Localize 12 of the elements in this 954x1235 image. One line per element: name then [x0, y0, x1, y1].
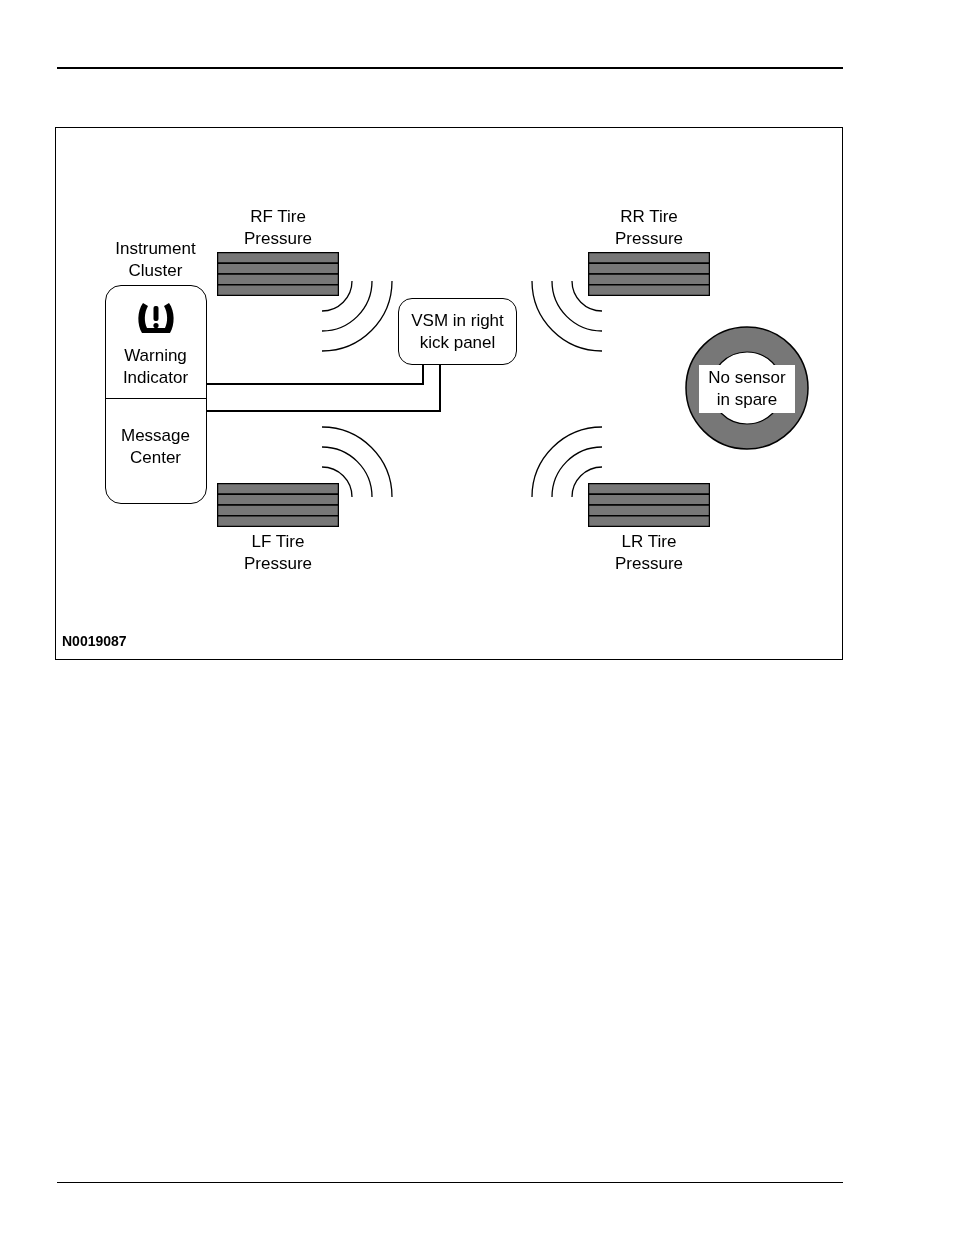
tire-label: LF Tire Pressure	[243, 531, 313, 575]
tire-label: LR Tire Pressure	[614, 531, 684, 575]
figure-number: N0019087	[62, 632, 127, 651]
message-center-label: Message Center	[120, 425, 191, 469]
tire-label: RR Tire Pressure	[614, 206, 684, 250]
wire	[205, 364, 441, 412]
wire	[205, 364, 424, 385]
cluster-heading: Instrument Cluster	[114, 238, 197, 282]
module-box: VSM in right kick panel	[398, 298, 517, 365]
warning-indicator-label: Warning Indicator	[121, 345, 190, 389]
tire-label: RF Tire Pressure	[243, 206, 313, 250]
spare-tire-label: No sensor in spare	[699, 365, 795, 413]
